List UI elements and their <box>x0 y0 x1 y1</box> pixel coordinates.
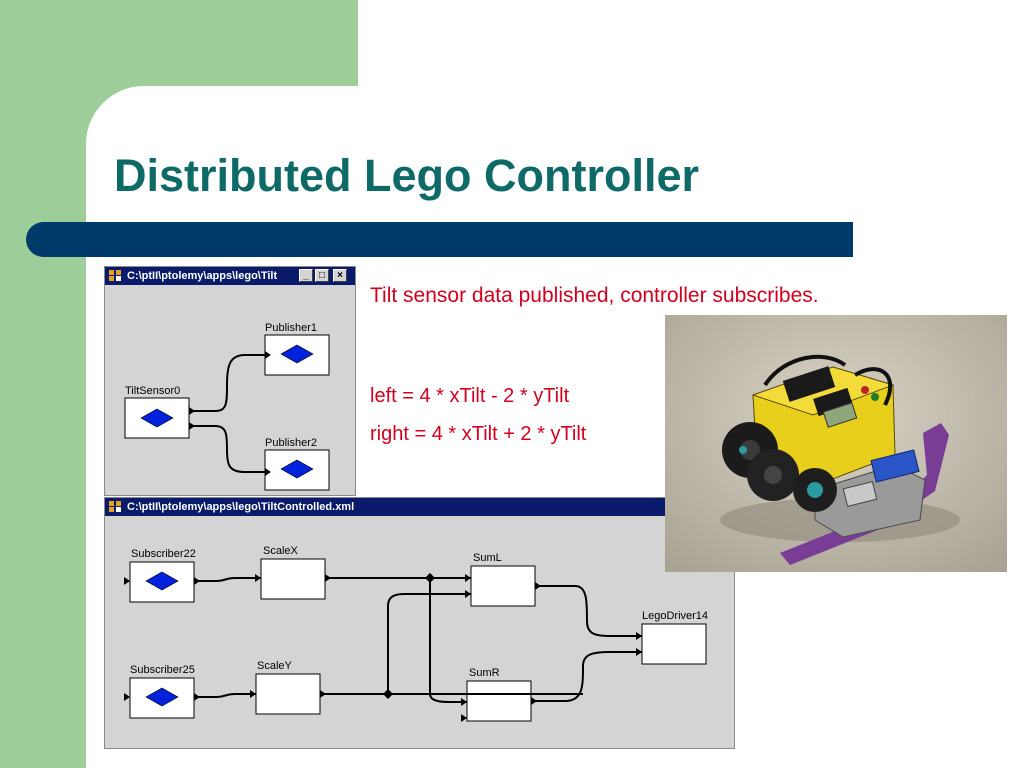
suml-block[interactable] <box>470 565 536 607</box>
relation-node <box>425 573 435 583</box>
port-arrow <box>636 648 642 656</box>
port-arrow <box>250 690 256 698</box>
port-arrow <box>636 632 642 640</box>
port-arrow <box>320 690 326 698</box>
port-arrow <box>194 693 200 701</box>
port-arrow <box>325 574 331 582</box>
legodriver-block[interactable] <box>641 623 707 665</box>
port-arrow <box>189 422 195 430</box>
diamond-icon <box>280 459 314 479</box>
port-arrow <box>255 574 261 582</box>
connection-wire <box>387 593 471 694</box>
window-titlebar[interactable]: C:\ptII\ptolemy\apps\lego\Tilt _ □ × <box>105 267 355 285</box>
publisher2-label: Publisher2 <box>265 437 317 449</box>
slide-title: Distributed Lego Controller <box>114 150 699 201</box>
port-arrow <box>461 714 467 722</box>
scaley-label: ScaleY <box>257 660 292 672</box>
sumr-label: SumR <box>469 667 500 679</box>
port-arrow <box>535 582 541 590</box>
sumr-block[interactable] <box>466 680 532 722</box>
connection-wire <box>194 693 256 698</box>
port-arrow <box>124 693 130 701</box>
port-arrow <box>124 577 130 585</box>
window-tilt-publisher[interactable]: C:\ptII\ptolemy\apps\lego\Tilt _ □ × Til… <box>104 266 356 496</box>
connection-wire <box>531 651 642 702</box>
connection-wire <box>194 577 261 582</box>
tiltsensor-label: TiltSensor0 <box>125 385 181 397</box>
window-titlebar[interactable]: C:\ptII\ptolemy\apps\lego\TiltControlled… <box>105 498 734 516</box>
lego-robot-photo <box>665 315 1007 572</box>
relation-node <box>383 689 393 699</box>
legodriver-label: LegoDriver14 <box>642 610 709 622</box>
port-arrow <box>265 351 271 359</box>
app-icon <box>109 501 122 513</box>
port-arrow <box>194 577 200 585</box>
equation-right: right = 4 * xTilt + 2 * yTilt <box>370 423 587 445</box>
port-arrow <box>265 468 271 476</box>
subscriber25-label: Subscriber25 <box>130 664 195 676</box>
scaley-block[interactable] <box>255 673 321 715</box>
port-arrow <box>465 574 471 582</box>
description-text: Tilt sensor data published, controller s… <box>370 284 819 307</box>
diagram-canvas[interactable]: TiltSensor0 Publisher1 Publisher2 <box>105 285 355 495</box>
port-arrow <box>465 590 471 598</box>
window-title: C:\ptII\ptolemy\apps\lego\Tilt <box>127 270 278 282</box>
app-icon <box>109 270 122 282</box>
port-arrow <box>189 407 195 415</box>
maximize-button[interactable]: □ <box>315 269 329 282</box>
connection-wire <box>189 425 265 473</box>
minimize-button[interactable]: _ <box>299 269 313 282</box>
port-arrow <box>531 697 537 705</box>
robot-illustration <box>665 315 1007 572</box>
connection-wire <box>429 578 467 703</box>
subscriber22-label: Subscriber22 <box>131 548 196 560</box>
diagram-canvas[interactable]: Subscriber22 Subscriber25 ScaleX ScaleY … <box>105 516 734 748</box>
diamond-icon <box>145 687 179 707</box>
connection-wire <box>535 585 642 637</box>
suml-label: SumL <box>473 552 502 564</box>
window-title: C:\ptII\ptolemy\apps\lego\TiltControlled… <box>127 501 355 513</box>
controller-diagram <box>124 558 707 722</box>
tilt-diagram <box>124 334 330 491</box>
scalex-block[interactable] <box>260 558 326 600</box>
publisher1-label: Publisher1 <box>265 322 317 334</box>
connection-wire <box>189 354 265 412</box>
tiltsensor-block[interactable] <box>124 397 190 439</box>
title-underline-band <box>26 222 853 257</box>
diamond-icon <box>145 571 179 591</box>
close-button[interactable]: × <box>333 269 347 282</box>
diamond-icon <box>140 408 174 428</box>
port-arrow <box>461 698 467 706</box>
scalex-label: ScaleX <box>263 545 298 557</box>
equation-left: left = 4 * xTilt - 2 * yTilt <box>370 385 570 407</box>
window-tilt-controlled[interactable]: C:\ptII\ptolemy\apps\lego\TiltControlled… <box>104 497 735 749</box>
diamond-icon <box>280 344 314 364</box>
